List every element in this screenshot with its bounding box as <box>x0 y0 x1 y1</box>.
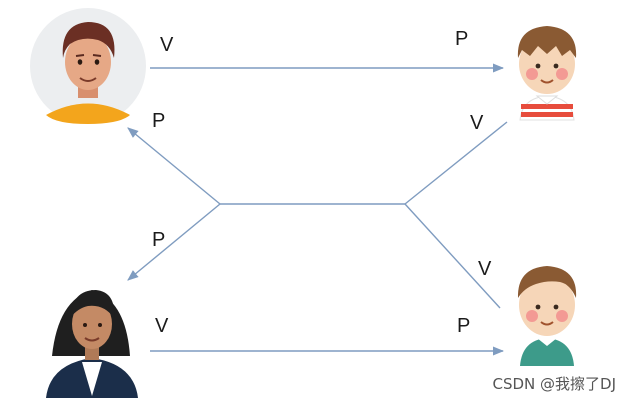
lower-right-line <box>404 203 501 309</box>
lower-left-arrow <box>127 203 221 281</box>
upper-right-diag-label: V <box>470 112 484 134</box>
man-avatar-icon <box>30 8 146 124</box>
child-avatar-icon <box>517 266 577 366</box>
bottom-arrow-left-label: V <box>155 315 169 337</box>
lower-right-diag-label: V <box>478 258 492 280</box>
top-arrow-right-label: P <box>455 28 469 50</box>
upper-left-arrow <box>127 127 221 205</box>
child-avatar-icon <box>517 26 577 121</box>
lower-left-diag-label: P <box>152 229 166 251</box>
upper-left-diag-label: P <box>152 110 166 132</box>
woman-avatar-icon <box>46 290 138 398</box>
bottom-arrow-right-label: P <box>457 315 471 337</box>
top-arrow-left-label: V <box>160 34 174 56</box>
watermark: CSDN @我擦了DJ <box>492 375 616 393</box>
upper-right-line <box>404 121 508 205</box>
